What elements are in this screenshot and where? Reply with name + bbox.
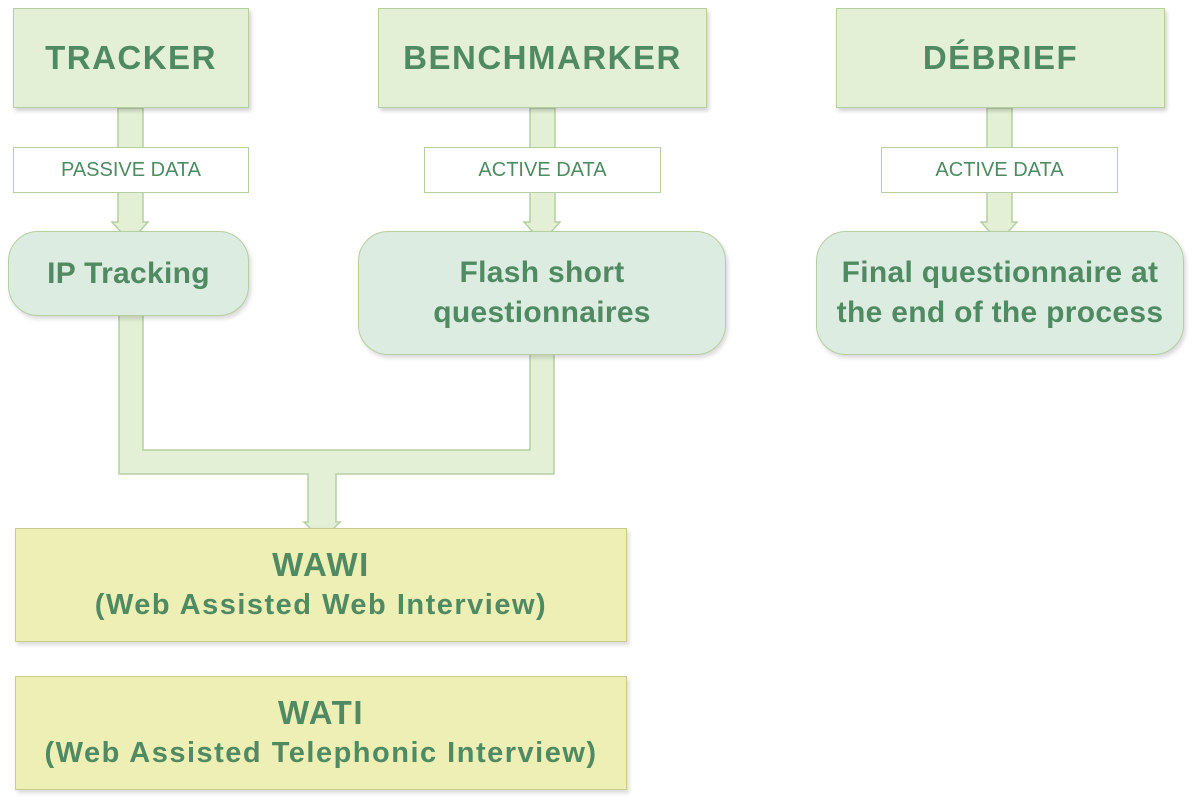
wati-subtitle: (Web Assisted Telephonic Interview)	[44, 737, 598, 769]
flash-questionnaires-line-1: Flash short	[459, 256, 625, 289]
debrief-data-type: ACTIVE DATA	[881, 147, 1118, 193]
final-questionnaire-line-1: Final questionnaire at	[841, 256, 1159, 289]
wawi-title: WAWI	[272, 546, 370, 583]
wati-title: WATI	[277, 694, 365, 731]
flash-questionnaires-box: Flash short questionnaires	[358, 231, 726, 355]
benchmarker-data-type: ACTIVE DATA	[424, 147, 661, 193]
final-questionnaire-box: Final questionnaire at the end of the pr…	[816, 231, 1184, 355]
ip-tracking-box: IP Tracking	[8, 231, 249, 316]
wati-box: WATI (Web Assisted Telephonic Interview)	[15, 676, 627, 790]
benchmarker-title: BENCHMARKER	[403, 39, 682, 76]
debrief-header: DÉBRIEF	[836, 8, 1165, 108]
wawi-box: WAWI (Web Assisted Web Interview)	[15, 528, 627, 642]
tracker-title: TRACKER	[45, 39, 217, 76]
wawi-subtitle: (Web Assisted Web Interview)	[94, 589, 548, 621]
debrief-data-type-label: ACTIVE DATA	[935, 158, 1064, 181]
benchmarker-header: BENCHMARKER	[378, 8, 707, 108]
flash-questionnaires-line-2: questionnaires	[433, 296, 651, 329]
ip-tracking-label: IP Tracking	[47, 256, 210, 290]
final-questionnaire-line-2: the end of the process	[836, 296, 1164, 329]
merge-connector-arrow	[118, 314, 555, 542]
benchmarker-data-type-label: ACTIVE DATA	[478, 158, 607, 181]
tracker-header: TRACKER	[13, 8, 249, 108]
tracker-data-type: PASSIVE DATA	[13, 147, 249, 193]
debrief-title: DÉBRIEF	[922, 39, 1079, 76]
tracker-data-type-label: PASSIVE DATA	[60, 158, 202, 181]
